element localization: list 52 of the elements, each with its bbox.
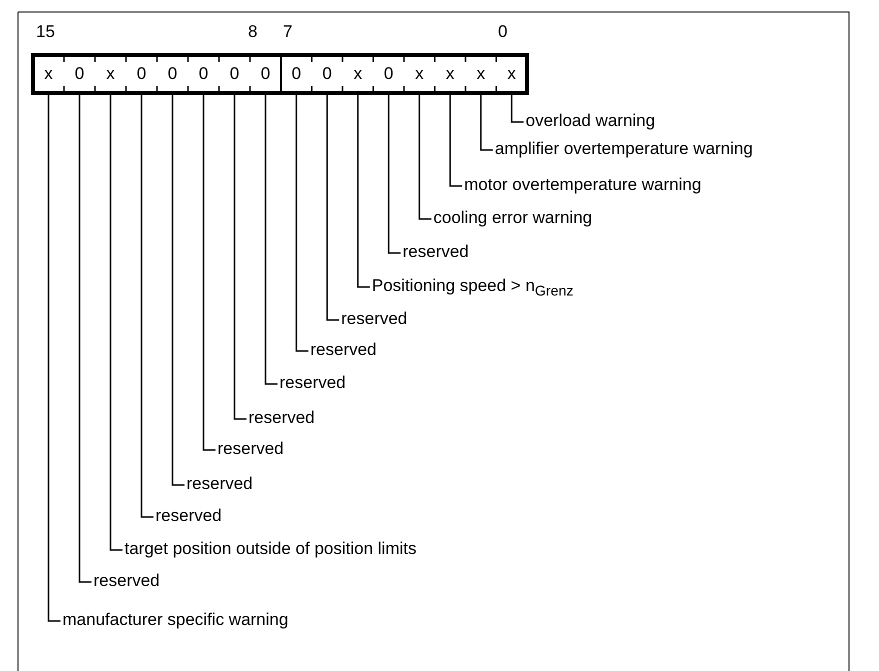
bit-description: target position outside of position limits	[124, 539, 416, 559]
bit-number: 15	[36, 22, 55, 42]
bit-number: 7	[283, 22, 292, 42]
bit-description: motor overtemperature warning	[464, 175, 702, 195]
bit-description: cooling error warning	[433, 208, 592, 228]
bit-description: overload warning	[526, 111, 656, 131]
leader-line	[388, 95, 401, 254]
bit-value: 0	[250, 58, 281, 90]
bit-value: x	[496, 58, 527, 90]
bit-description: reserved	[310, 340, 377, 360]
leader-line	[296, 95, 308, 352]
bit-value: 0	[157, 58, 188, 90]
leader-line	[510, 95, 524, 123]
bit-number: 0	[498, 22, 508, 42]
leader-line	[326, 95, 340, 321]
leader-line	[48, 95, 60, 622]
bit-value: 0	[188, 58, 219, 90]
leader-line	[480, 95, 493, 151]
bit-description: manufacturer specific warning	[62, 610, 288, 630]
leader-line	[172, 95, 184, 486]
leader-line	[140, 95, 154, 518]
bit-value: x	[466, 58, 496, 90]
bit-value: 0	[373, 58, 404, 90]
bit-value: 0	[312, 58, 342, 90]
bit-description: reserved	[156, 506, 222, 526]
bit-value: x	[434, 58, 466, 90]
leader-line	[264, 95, 278, 385]
bit-value: x	[404, 58, 435, 90]
bit-description: reserved	[218, 439, 284, 459]
leader-line	[202, 95, 216, 451]
leader-line	[110, 95, 122, 551]
bit-value: x	[95, 58, 126, 90]
bit-value: 0	[281, 58, 312, 90]
bit-description: reserved	[94, 571, 160, 591]
bit-description: reserved	[341, 309, 408, 329]
bit-description: Positioning speed > n$_{Grenz}$	[372, 276, 574, 302]
bit-description: reserved	[248, 408, 315, 428]
bit-value: x	[342, 58, 374, 90]
leader-line	[449, 95, 462, 187]
bit-number: 8	[248, 22, 258, 42]
bit-description: reserved	[280, 373, 346, 393]
bit-description: amplifier overtemperature warning	[494, 139, 753, 159]
bit-description: reserved	[186, 474, 253, 494]
bit-value: 0	[219, 58, 250, 90]
bit-description: reserved	[402, 242, 469, 262]
bit-value: x	[33, 58, 64, 90]
bit-value: 0	[126, 58, 157, 90]
leader-line	[418, 95, 432, 220]
leader-line	[234, 95, 246, 420]
bit-value: 0	[64, 58, 95, 90]
leader-line	[78, 95, 92, 583]
leader-line	[357, 95, 370, 288]
